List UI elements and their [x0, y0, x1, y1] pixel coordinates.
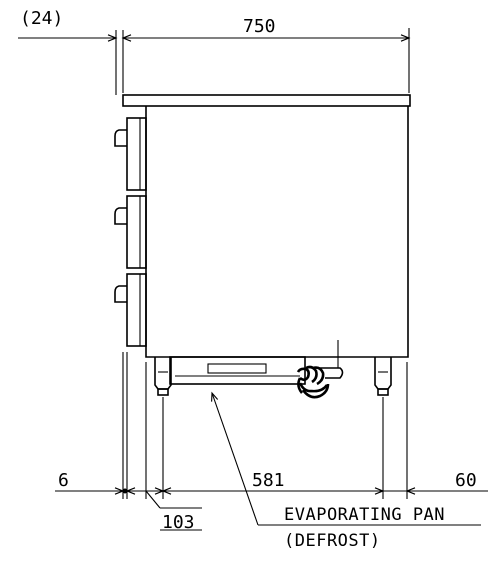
drawer-handle-lower [114, 285, 127, 303]
dim-label-750: 750 [243, 16, 276, 37]
leader-103 [145, 490, 161, 509]
drawer-handle-middle [114, 207, 127, 225]
evaporating-pan [207, 363, 267, 374]
evaporating-pan-callout: EVAPORATING PAN (DEFROST) [211, 391, 481, 551]
evaporating-pan-housing [169, 356, 306, 385]
drawer-handle-upper [114, 129, 127, 147]
top-dimension: (24) 750 [18, 8, 411, 95]
label-evaporating-pan: EVAPORATING PAN [284, 505, 445, 525]
base-assembly [169, 340, 344, 399]
dim-label-103: 103 [162, 512, 195, 533]
dim-label-60: 60 [455, 470, 477, 491]
drawer-front-middle [126, 195, 147, 269]
leader-evaporating-pan [211, 391, 259, 526]
bottom-dimension: 6 581 60 103 [55, 470, 488, 533]
leg-front-foot [157, 388, 169, 396]
drawer-fronts [114, 117, 147, 347]
leg-front [154, 357, 172, 390]
drain-hose [296, 365, 330, 399]
leg-rear-foot [377, 388, 389, 396]
bottom-extension-lines [122, 352, 408, 499]
legs [154, 357, 392, 396]
label-defrost: (DEFROST) [284, 531, 381, 551]
leg-rear [374, 357, 392, 390]
cabinet-body [145, 106, 409, 358]
dim-label-581: 581 [252, 470, 285, 491]
dim-label-24: (24) [20, 8, 63, 29]
drawer-front-upper [126, 117, 147, 191]
worktop [122, 94, 411, 107]
dim-label-6: 6 [58, 470, 69, 491]
drawer-front-lower [126, 273, 147, 347]
